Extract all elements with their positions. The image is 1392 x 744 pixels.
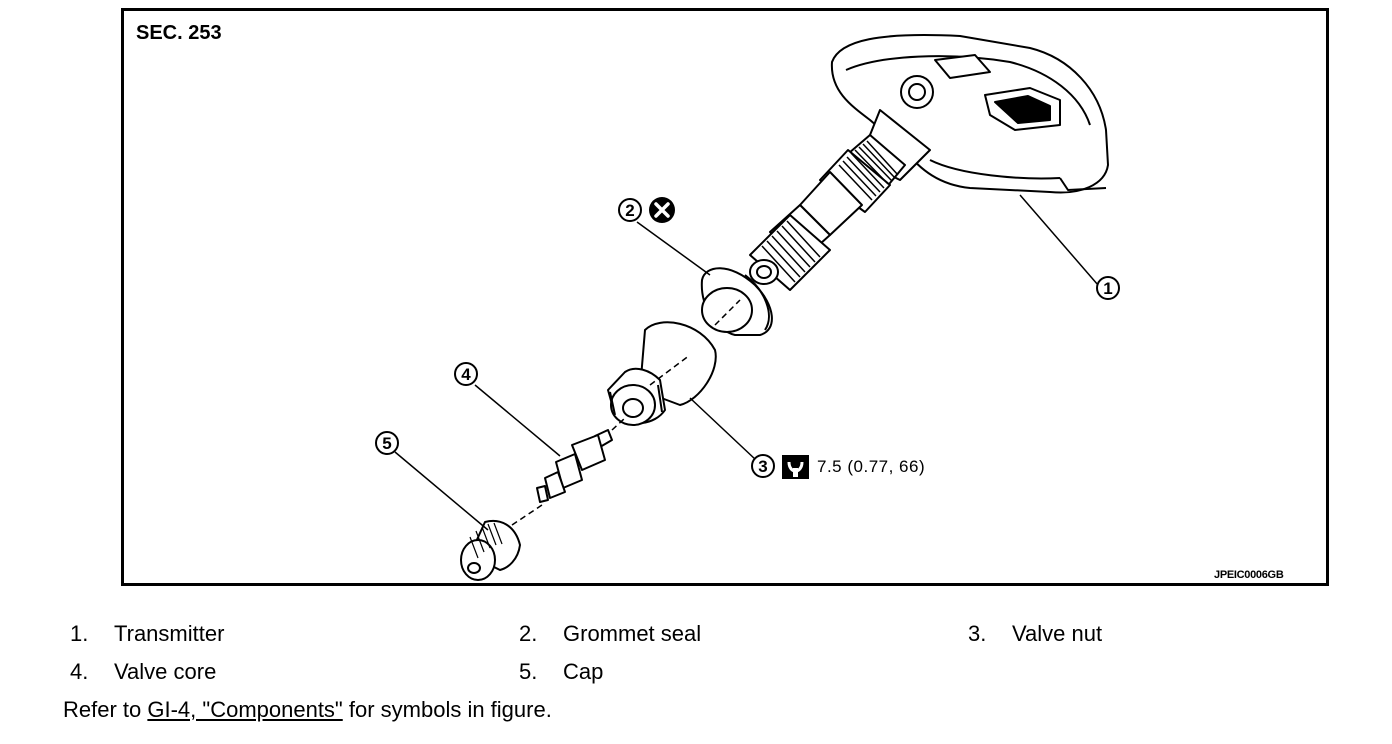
do-not-reuse-icon xyxy=(649,197,675,223)
valve-nut-illustration xyxy=(607,321,717,426)
callout-4: 4 xyxy=(454,362,478,386)
figure-id: JPEIC0006GB xyxy=(1214,569,1284,581)
callout-number: 5 xyxy=(382,434,391,453)
legend-label: Cap xyxy=(563,659,604,684)
callout-number: 3 xyxy=(758,457,767,476)
legend-number: 1. xyxy=(70,621,89,646)
legend-item-cap: 5. Cap xyxy=(519,659,603,685)
transmitter-illustration xyxy=(749,34,1109,291)
leader-line-1 xyxy=(1019,194,1099,286)
legend-number: 3. xyxy=(968,621,987,646)
callout-2: 2 xyxy=(618,198,642,222)
reference-suffix: for symbols in figure. xyxy=(342,697,552,722)
legend-number: 5. xyxy=(519,659,538,684)
valve-core-illustration xyxy=(536,429,613,503)
legend-label: Valve core xyxy=(114,659,217,684)
leader-line-2 xyxy=(636,221,711,276)
reference-note: Refer to GI-4, "Components" for symbols … xyxy=(63,697,552,723)
legend-label: Grommet seal xyxy=(563,621,702,646)
legend-item-transmitter: 1. Transmitter xyxy=(70,621,224,647)
leader-line-3 xyxy=(689,397,757,461)
cap-illustration xyxy=(460,520,521,581)
callout-1: 1 xyxy=(1096,276,1120,300)
callout-number: 4 xyxy=(461,365,471,384)
leader-line-5 xyxy=(394,451,489,531)
legend-item-valve-core: 4. Valve core xyxy=(70,659,216,685)
reference-prefix: Refer to xyxy=(63,697,148,722)
legend-label: Transmitter xyxy=(114,621,225,646)
components-link[interactable]: GI-4, "Components" xyxy=(147,697,343,722)
callout-3: 3 xyxy=(751,454,775,478)
callout-number: 1 xyxy=(1103,279,1112,298)
legend-item-valve-nut: 3. Valve nut xyxy=(968,621,1102,647)
legend-label: Valve nut xyxy=(1012,621,1103,646)
legend-number: 4. xyxy=(70,659,89,684)
grommet-seal-illustration xyxy=(700,267,773,336)
callout-5: 5 xyxy=(375,431,399,455)
legend-number: 2. xyxy=(519,621,538,646)
callout-number: 2 xyxy=(625,201,634,220)
legend-item-grommet-seal: 2. Grommet seal xyxy=(519,621,701,647)
torque-spec: 7.5 (0.77, 66) xyxy=(817,457,926,476)
section-label: SEC. 253 xyxy=(136,22,222,44)
torque-wrench-icon xyxy=(782,455,809,479)
leader-line-4 xyxy=(474,384,561,457)
